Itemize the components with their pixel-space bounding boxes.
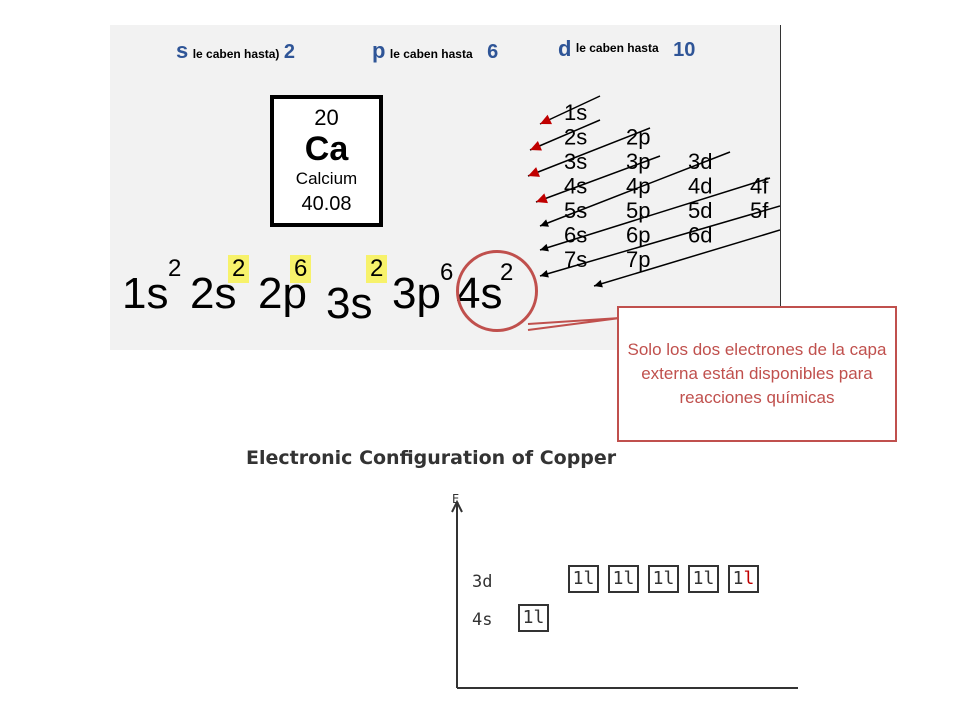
capacity-s-letter: s — [176, 38, 189, 63]
aufbau-label-4p: 4p — [626, 174, 650, 199]
aufbau-arrowhead-1 — [540, 114, 552, 125]
element-symbol: Ca — [304, 130, 349, 168]
capacity-s: s le caben hasta) 2 — [176, 38, 295, 63]
callout-pointer — [527, 317, 621, 331]
atomic-number: 20 — [314, 105, 339, 130]
level-3d-label: 3d — [472, 572, 493, 592]
aufbau-arrow-2 — [529, 119, 601, 151]
config-exp-2p: 6 — [290, 255, 312, 283]
orbital-box-3d-5: 1l — [728, 565, 759, 593]
divider-line — [780, 25, 781, 350]
atomic-mass: 40.08 — [301, 193, 352, 215]
callout-text: Solo los dos electrones de la capa exter… — [627, 340, 887, 407]
aufbau-label-2s: 2s — [564, 125, 587, 150]
aufbau-label-7p: 7p — [626, 247, 650, 272]
aufbau-label-5f: 5f — [750, 198, 769, 223]
aufbau-arrow-3 — [527, 127, 651, 177]
callout-box: Solo los dos electrones de la capa exter… — [617, 306, 897, 442]
aufbau-arrow-4 — [535, 155, 661, 203]
aufbau-label-4s: 4s — [564, 174, 587, 199]
orbital-box-3d-5-red: l — [743, 568, 755, 589]
config-exp-1s: 2 — [168, 255, 182, 282]
top-panel — [110, 25, 780, 350]
orbital-box-3d-1: 1l — [568, 565, 599, 593]
level-4s-label: 4s — [472, 610, 493, 630]
aufbau-label-2p: 2p — [626, 125, 650, 150]
orbital-box-3d-5-text: 1 — [732, 568, 744, 589]
element-name: Calcium — [295, 169, 358, 188]
config-exp-3p: 6 — [440, 259, 454, 286]
aufbau-label-4d: 4d — [688, 174, 712, 199]
copper-title: Electronic Configuration of Copper — [246, 447, 617, 469]
configuration: 1s 2 2s 2 2p 6 3s 2 3p 6 4s 2 — [122, 255, 542, 328]
aufbau-arrow-6 — [539, 177, 771, 251]
capacity-d: d le caben hasta 10 — [558, 36, 695, 62]
capacity-p-letter: p — [372, 38, 386, 63]
aufbau-label-3d: 3d — [688, 149, 712, 174]
aufbau-arrow-7 — [539, 205, 780, 277]
aufbau-arrow-5 — [539, 151, 731, 227]
capacity-d-text: le caben hasta — [575, 41, 659, 55]
aufbau-label-5s: 5s — [564, 198, 587, 223]
aufbau-arrowhead-4 — [536, 193, 548, 204]
aufbau-arrowhead-6 — [540, 243, 549, 252]
orbital-box-3d-3: 1l — [648, 565, 679, 593]
config-term-3s: 3s — [326, 279, 373, 328]
capacity-s-text: le caben hasta — [192, 47, 276, 61]
aufbau-label-6s: 6s — [564, 223, 587, 248]
aufbau-label-1s: 1s — [564, 100, 587, 125]
aufbau-arrowhead-8 — [594, 279, 603, 288]
aufbau-label-6p: 6p — [626, 223, 650, 248]
outer-shell-circle — [456, 250, 538, 332]
aufbau-label-7s: 7s — [564, 247, 587, 272]
energy-axis-label: E — [452, 492, 460, 506]
capacity-d-letter: d — [558, 36, 572, 61]
aufbau-label-4f: 4f — [750, 174, 769, 199]
aufbau-label-3s: 3s — [564, 149, 587, 174]
capacity-s-max: 2 — [283, 41, 295, 63]
capacity-p: p le caben hasta 6 — [372, 38, 498, 64]
capacity-d-max: 10 — [673, 39, 696, 61]
orbital-box-3d-4: 1l — [688, 565, 719, 593]
capacity-p-text: le caben hasta — [389, 47, 473, 61]
copper-axes — [451, 499, 798, 689]
config-exp-3s: 2 — [366, 255, 388, 283]
orbital-box-3d-2: 1l — [608, 565, 639, 593]
config-term-1s: 1s — [122, 269, 169, 318]
aufbau-arrow-8 — [593, 229, 780, 287]
config-term-3p: 3p — [392, 269, 441, 318]
aufbau-arrowhead-5 — [540, 219, 549, 227]
aufbau-arrowhead-7 — [540, 269, 549, 278]
config-exp-2s: 2 — [228, 255, 250, 283]
orbital-box-4s: 1l — [518, 604, 549, 632]
capacity-p-max: 6 — [487, 41, 499, 63]
element-tile: 20 Ca Calcium 40.08 — [270, 95, 383, 227]
aufbau-arrowhead-2 — [530, 140, 542, 151]
aufbau-arrow-1 — [539, 95, 601, 125]
aufbau-arrowhead-3 — [528, 167, 540, 177]
